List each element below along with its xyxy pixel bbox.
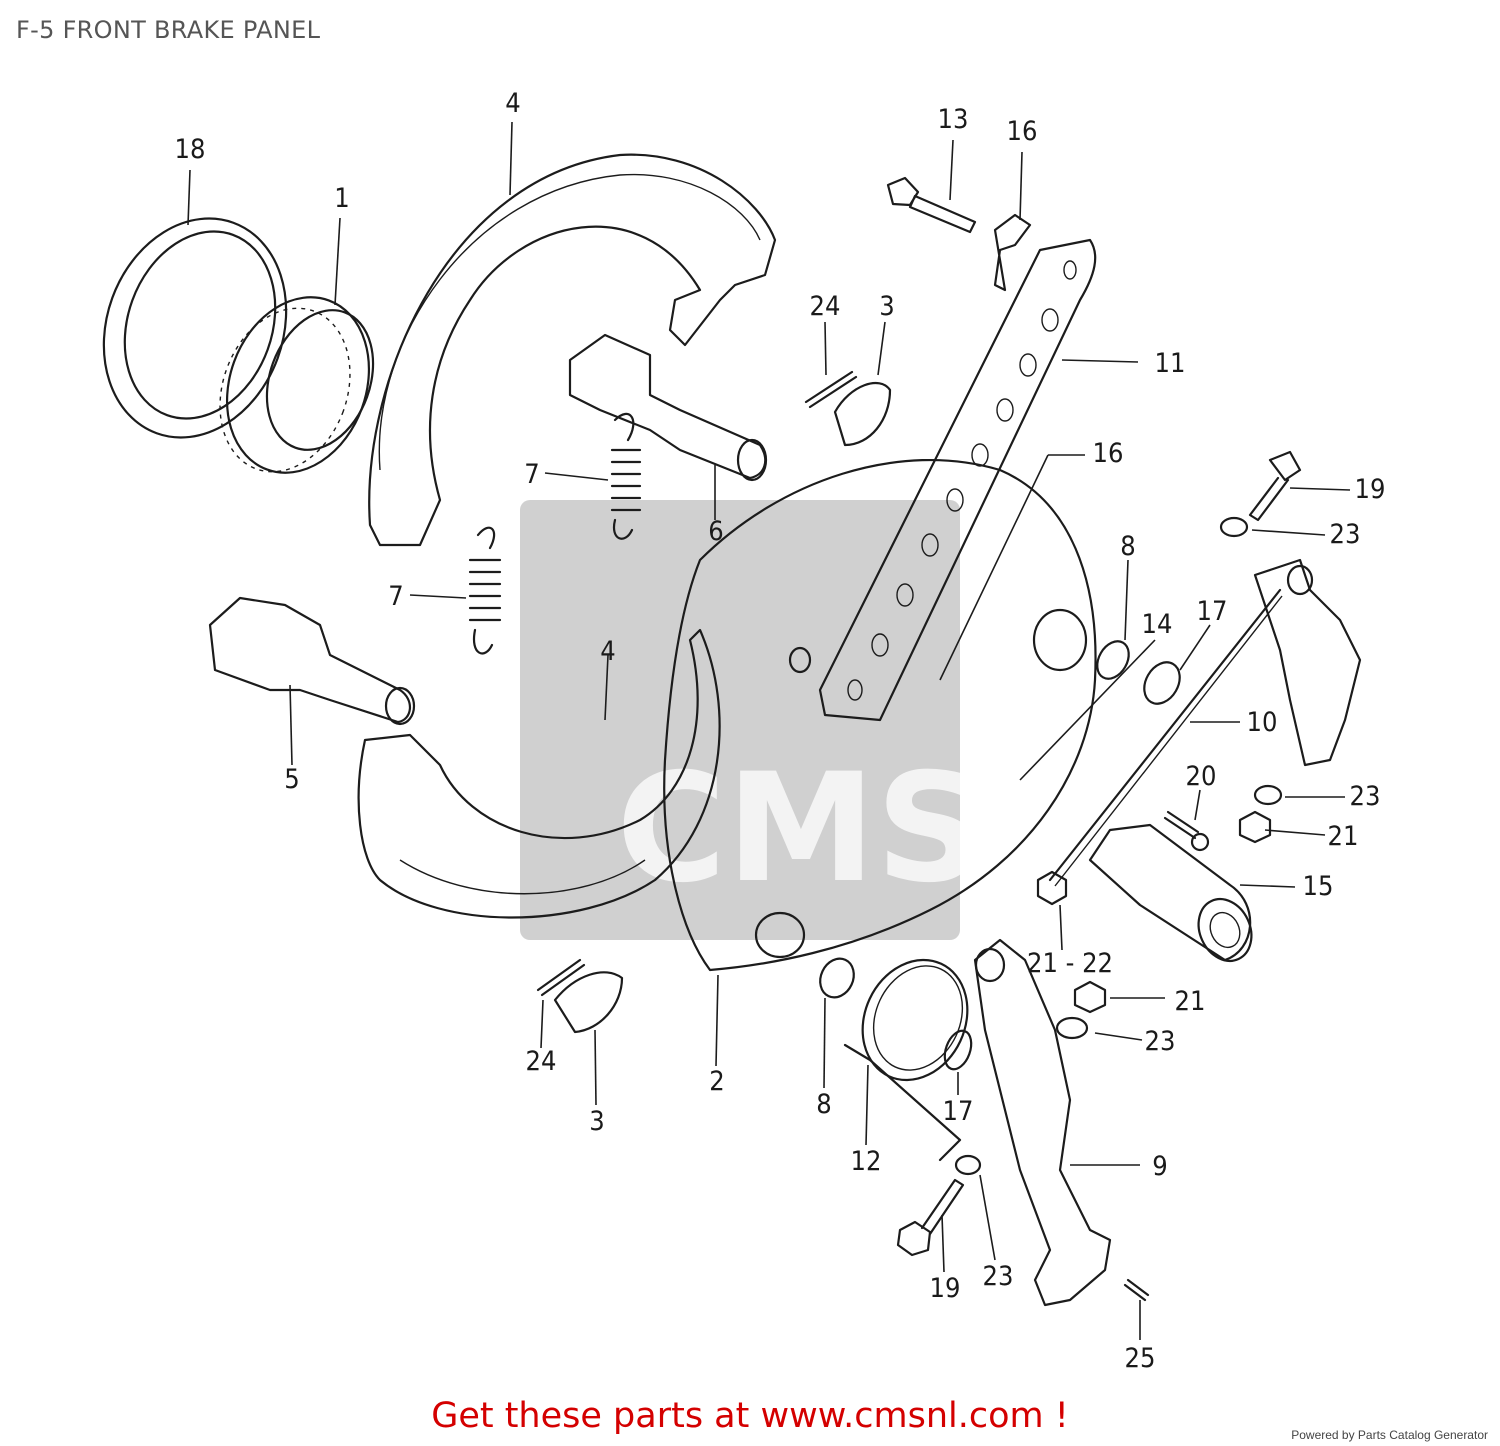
- page-title: F-5 FRONT BRAKE PANEL: [16, 16, 321, 44]
- part-3-key-lower[interactable]: [553, 971, 624, 1034]
- part-10-rod[interactable]: [1048, 588, 1283, 887]
- callout-16: 16: [1007, 116, 1038, 147]
- callout-13: 13: [938, 104, 969, 135]
- part-23-washer-right[interactable]: [1253, 784, 1283, 806]
- callout-4: 4: [600, 636, 615, 667]
- callout-21: 21: [1328, 821, 1359, 852]
- part-6-cam[interactable]: [568, 333, 768, 482]
- callout-25: 25: [1125, 1343, 1156, 1374]
- part-20-screw[interactable]: [1163, 810, 1210, 852]
- callout-23: 23: [1350, 781, 1381, 812]
- callout-18: 18: [175, 134, 206, 165]
- part-4-upper-shoe[interactable]: [368, 153, 777, 547]
- callout-8: 8: [1120, 531, 1135, 562]
- callout-4: 4: [505, 88, 520, 119]
- callout-24: 24: [810, 291, 841, 322]
- part-17-washer-lower[interactable]: [940, 1027, 976, 1073]
- part-24-pin-upper[interactable]: [804, 370, 858, 409]
- callout-21: 21: [1175, 986, 1206, 1017]
- powered-by-label: Powered by Parts Catalog Generator: [1291, 1428, 1488, 1442]
- part-3-key-upper[interactable]: [833, 381, 892, 447]
- part-4-lower-shoe[interactable]: [357, 628, 721, 919]
- callout-23: 23: [983, 1261, 1014, 1292]
- part-18-seal[interactable]: [74, 193, 316, 464]
- part-19-bolt-lower[interactable]: [896, 1178, 965, 1257]
- callout-3: 3: [589, 1106, 604, 1137]
- callout-8: 8: [816, 1089, 831, 1120]
- part-19-bolt-upper[interactable]: [1248, 450, 1302, 522]
- callout-15: 15: [1303, 871, 1334, 902]
- callout-2: 2: [709, 1066, 724, 1097]
- callout-12: 12: [851, 1146, 882, 1177]
- part-5-cam[interactable]: [208, 596, 416, 726]
- part-21-nut-lower[interactable]: [1073, 980, 1107, 1014]
- callout-19: 19: [930, 1273, 961, 1304]
- part-23-washer-bottom[interactable]: [954, 1154, 982, 1176]
- part-1-ring[interactable]: [198, 277, 393, 493]
- part-2-panel[interactable]: [663, 458, 1097, 972]
- cms-watermark: CMS: [520, 500, 984, 940]
- callout-17: 17: [943, 1096, 974, 1127]
- part-9-lever[interactable]: [973, 938, 1112, 1307]
- part-21-nut-right[interactable]: [1238, 810, 1272, 844]
- part-8-washer-right[interactable]: [1091, 636, 1135, 685]
- part-23-washer-upper[interactable]: [1219, 516, 1249, 538]
- callout-labels: 18 4 1 13 16 24 3 11 7 6 16 19 23 7 8 14…: [175, 88, 1386, 1374]
- part-12-spring[interactable]: [843, 943, 986, 1162]
- part-8-washer-lower[interactable]: [814, 953, 860, 1003]
- leader-lines: [187, 121, 1351, 1340]
- callout-17: 17: [1197, 596, 1228, 627]
- part-17-washer-right[interactable]: [1137, 656, 1187, 710]
- callout-6: 6: [708, 516, 723, 547]
- callout-5: 5: [284, 764, 299, 795]
- callout-16: 16: [1093, 438, 1124, 469]
- callout-23: 23: [1330, 519, 1361, 550]
- part-25-pin[interactable]: [1123, 1278, 1150, 1302]
- callout-23: 23: [1145, 1026, 1176, 1057]
- callout-9: 9: [1152, 1151, 1167, 1182]
- part-23-washer-lower[interactable]: [1055, 1016, 1089, 1040]
- promo-link[interactable]: Get these parts at www.cmsnl.com !: [431, 1396, 1069, 1436]
- callout-24: 24: [526, 1046, 557, 1077]
- part-21-22-nut[interactable]: [1036, 870, 1068, 906]
- callout-21-22: 21 - 22: [1027, 948, 1113, 979]
- callout-7: 7: [524, 459, 539, 490]
- part-15-adjuster[interactable]: [1088, 823, 1261, 970]
- part-13-bolt[interactable]: [886, 176, 977, 234]
- callout-19: 19: [1355, 474, 1386, 505]
- part-7-spring-lower[interactable]: [468, 526, 502, 655]
- callout-14: 14: [1142, 609, 1173, 640]
- callout-1: 1: [334, 183, 349, 214]
- part-11-arm[interactable]: [818, 238, 1097, 722]
- callout-20: 20: [1186, 761, 1217, 792]
- upper-lever[interactable]: [1253, 558, 1362, 767]
- part-7-spring-upper[interactable]: [610, 412, 642, 540]
- callout-3: 3: [879, 291, 894, 322]
- callout-7: 7: [388, 581, 403, 612]
- callout-11: 11: [1155, 348, 1186, 379]
- watermark-text: CMS: [616, 742, 983, 916]
- part-24-pin-lower[interactable]: [536, 958, 586, 997]
- part-16-lockwasher-upper[interactable]: [993, 213, 1032, 292]
- callout-10: 10: [1247, 707, 1278, 738]
